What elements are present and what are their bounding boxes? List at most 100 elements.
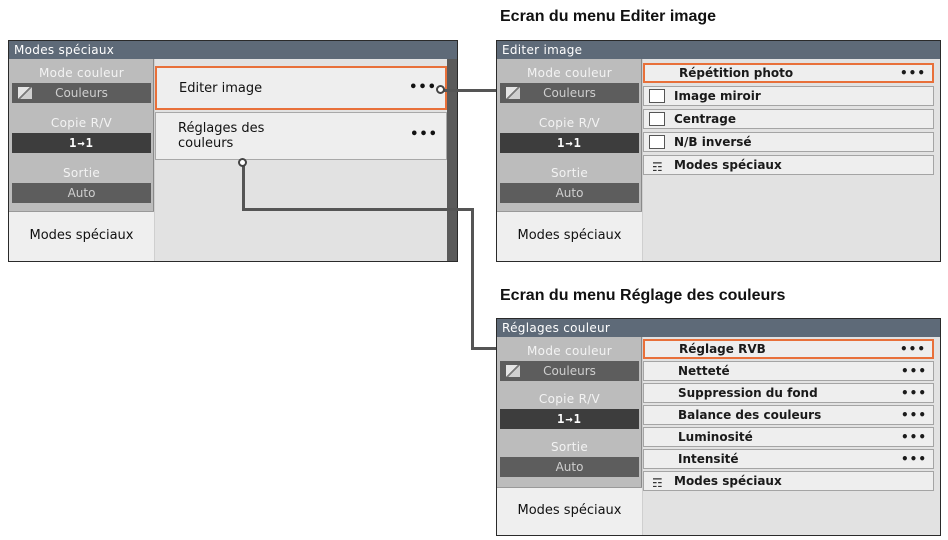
item-label: Centrage xyxy=(674,112,736,126)
image-miroir-item[interactable]: Image miroir xyxy=(643,86,934,106)
sortie-label: Sortie xyxy=(62,166,101,180)
item-label: Réglage RVB xyxy=(679,342,766,356)
mode-couleur-label: Mode couleur xyxy=(527,344,612,358)
scrollbar[interactable] xyxy=(447,59,457,261)
return-menu-icon: ☶ xyxy=(652,476,663,490)
couleurs-text: Couleurs xyxy=(543,86,596,100)
couleurs-text: Couleurs xyxy=(543,364,596,378)
editer-image-item[interactable]: Editer image ••• xyxy=(155,66,447,110)
color-swatch-icon xyxy=(18,87,32,99)
couleurs-value: Couleurs xyxy=(12,83,151,103)
sortie-value: Auto xyxy=(500,183,639,203)
menu-area: Réglage RVB ••• Netteté ••• Suppression … xyxy=(643,337,940,535)
copie-rv-group[interactable]: Copie R/V 1→1 xyxy=(497,113,642,153)
item-label: Netteté xyxy=(678,364,730,378)
mode-couleur-group[interactable]: Mode couleur Couleurs xyxy=(497,341,642,381)
more-icon: ••• xyxy=(900,408,927,422)
checkbox-icon[interactable] xyxy=(649,112,665,126)
item-label: Modes spéciaux xyxy=(674,474,782,488)
couleurs-text: Couleurs xyxy=(55,86,108,100)
checkbox-icon[interactable] xyxy=(649,89,665,103)
left-column: Mode couleur Couleurs Copie R/V 1→1 Sort… xyxy=(497,337,642,535)
nettete-item[interactable]: Netteté ••• xyxy=(643,361,934,381)
item-label: Editer image xyxy=(179,81,263,96)
copie-rv-value: 1→1 xyxy=(500,133,639,153)
connector-editer xyxy=(444,89,496,92)
color-swatch-icon xyxy=(506,87,520,99)
item-label: Répétition photo xyxy=(679,66,794,80)
connector-reglage-h1 xyxy=(242,208,474,211)
return-menu-icon: ☶ xyxy=(652,160,663,174)
item-label: N/B inversé xyxy=(674,135,752,149)
item-label: Intensité xyxy=(678,452,739,466)
modes-speciaux-back-item[interactable]: ☶ Modes spéciaux xyxy=(643,471,934,491)
left-column: Mode couleur Couleurs Copie R/V 1→1 Sort… xyxy=(497,59,642,261)
copie-rv-value: 1→1 xyxy=(12,133,151,153)
item-label: Balance des couleurs xyxy=(678,408,822,422)
couleurs-value: Couleurs xyxy=(500,361,639,381)
luminosite-item[interactable]: Luminosité ••• xyxy=(643,427,934,447)
suppression-fond-item[interactable]: Suppression du fond ••• xyxy=(643,383,934,403)
sortie-group[interactable]: Sortie Auto xyxy=(497,437,642,477)
duplex-icon: 1→1 xyxy=(557,136,582,150)
item-label: Luminosité xyxy=(678,430,753,444)
panel-title: Réglages couleur xyxy=(497,319,940,337)
modes-speciaux-back-item[interactable]: ☶ Modes spéciaux xyxy=(643,155,934,175)
duplex-icon: 1→1 xyxy=(69,136,94,150)
item-label: Image miroir xyxy=(674,89,761,103)
sortie-group[interactable]: Sortie Auto xyxy=(9,163,154,203)
more-icon: ••• xyxy=(899,342,926,356)
copie-rv-label: Copie R/V xyxy=(538,392,601,406)
intensite-item[interactable]: Intensité ••• xyxy=(643,449,934,469)
balance-couleurs-item[interactable]: Balance des couleurs ••• xyxy=(643,405,934,425)
more-icon: ••• xyxy=(900,452,927,466)
reglage-rvb-item[interactable]: Réglage RVB ••• xyxy=(643,339,934,359)
more-icon: ••• xyxy=(900,430,927,444)
nb-inverse-item[interactable]: N/B inversé xyxy=(643,132,934,152)
duplex-icon: 1→1 xyxy=(557,412,582,426)
checkbox-icon[interactable] xyxy=(649,135,665,149)
more-icon: ••• xyxy=(409,80,437,95)
modes-speciaux-panel: Modes spéciaux Mode couleur Couleurs Cop… xyxy=(8,40,458,262)
centrage-item[interactable]: Centrage xyxy=(643,109,934,129)
sortie-label: Sortie xyxy=(550,166,589,180)
left-column: Mode couleur Couleurs Copie R/V 1→1 Sort… xyxy=(9,59,154,261)
modes-speciaux-button[interactable]: Modes spéciaux xyxy=(497,211,642,261)
sortie-label: Sortie xyxy=(550,440,589,454)
copie-rv-value: 1→1 xyxy=(500,409,639,429)
modes-speciaux-button[interactable]: Modes spéciaux xyxy=(9,211,154,261)
sortie-group[interactable]: Sortie Auto xyxy=(497,163,642,203)
copie-rv-group[interactable]: Copie R/V 1→1 xyxy=(9,113,154,153)
menu-area: Editer image ••• Réglages des couleurs •… xyxy=(155,59,447,261)
reglages-couleur-panel: Réglages couleur Mode couleur Couleurs C… xyxy=(496,318,941,536)
more-icon: ••• xyxy=(900,386,927,400)
mode-couleur-label: Mode couleur xyxy=(39,66,124,80)
caption-editer-image: Ecran du menu Editer image xyxy=(500,8,717,25)
panel-title: Modes spéciaux xyxy=(9,41,457,59)
more-icon: ••• xyxy=(410,127,438,142)
mode-couleur-group[interactable]: Mode couleur Couleurs xyxy=(9,63,154,103)
panel-title: Editer image xyxy=(497,41,940,59)
copie-rv-label: Copie R/V xyxy=(50,116,113,130)
menu-area: Répétition photo ••• Image miroir Centra… xyxy=(643,59,940,261)
item-label: Réglages des couleurs xyxy=(178,121,265,151)
sortie-value: Auto xyxy=(12,183,151,203)
modes-speciaux-button[interactable]: Modes spéciaux xyxy=(497,487,642,535)
mode-couleur-group[interactable]: Mode couleur Couleurs xyxy=(497,63,642,103)
more-icon: ••• xyxy=(899,66,926,80)
more-icon: ••• xyxy=(900,364,927,378)
repetition-photo-item[interactable]: Répétition photo ••• xyxy=(643,63,934,83)
sortie-value: Auto xyxy=(500,457,639,477)
copie-rv-group[interactable]: Copie R/V 1→1 xyxy=(497,389,642,429)
connector-reglage-h2 xyxy=(471,347,496,350)
item-label: Modes spéciaux xyxy=(674,158,782,172)
connector-node xyxy=(436,85,445,94)
reglages-couleurs-item[interactable]: Réglages des couleurs ••• xyxy=(155,112,447,160)
color-swatch-icon xyxy=(506,365,520,377)
caption-reglage-couleurs: Ecran du menu Réglage des couleurs xyxy=(500,287,786,304)
connector-reglage-v2 xyxy=(471,208,474,350)
couleurs-value: Couleurs xyxy=(500,83,639,103)
mode-couleur-label: Mode couleur xyxy=(527,66,612,80)
copie-rv-label: Copie R/V xyxy=(538,116,601,130)
connector-reglage-v1 xyxy=(242,165,245,211)
